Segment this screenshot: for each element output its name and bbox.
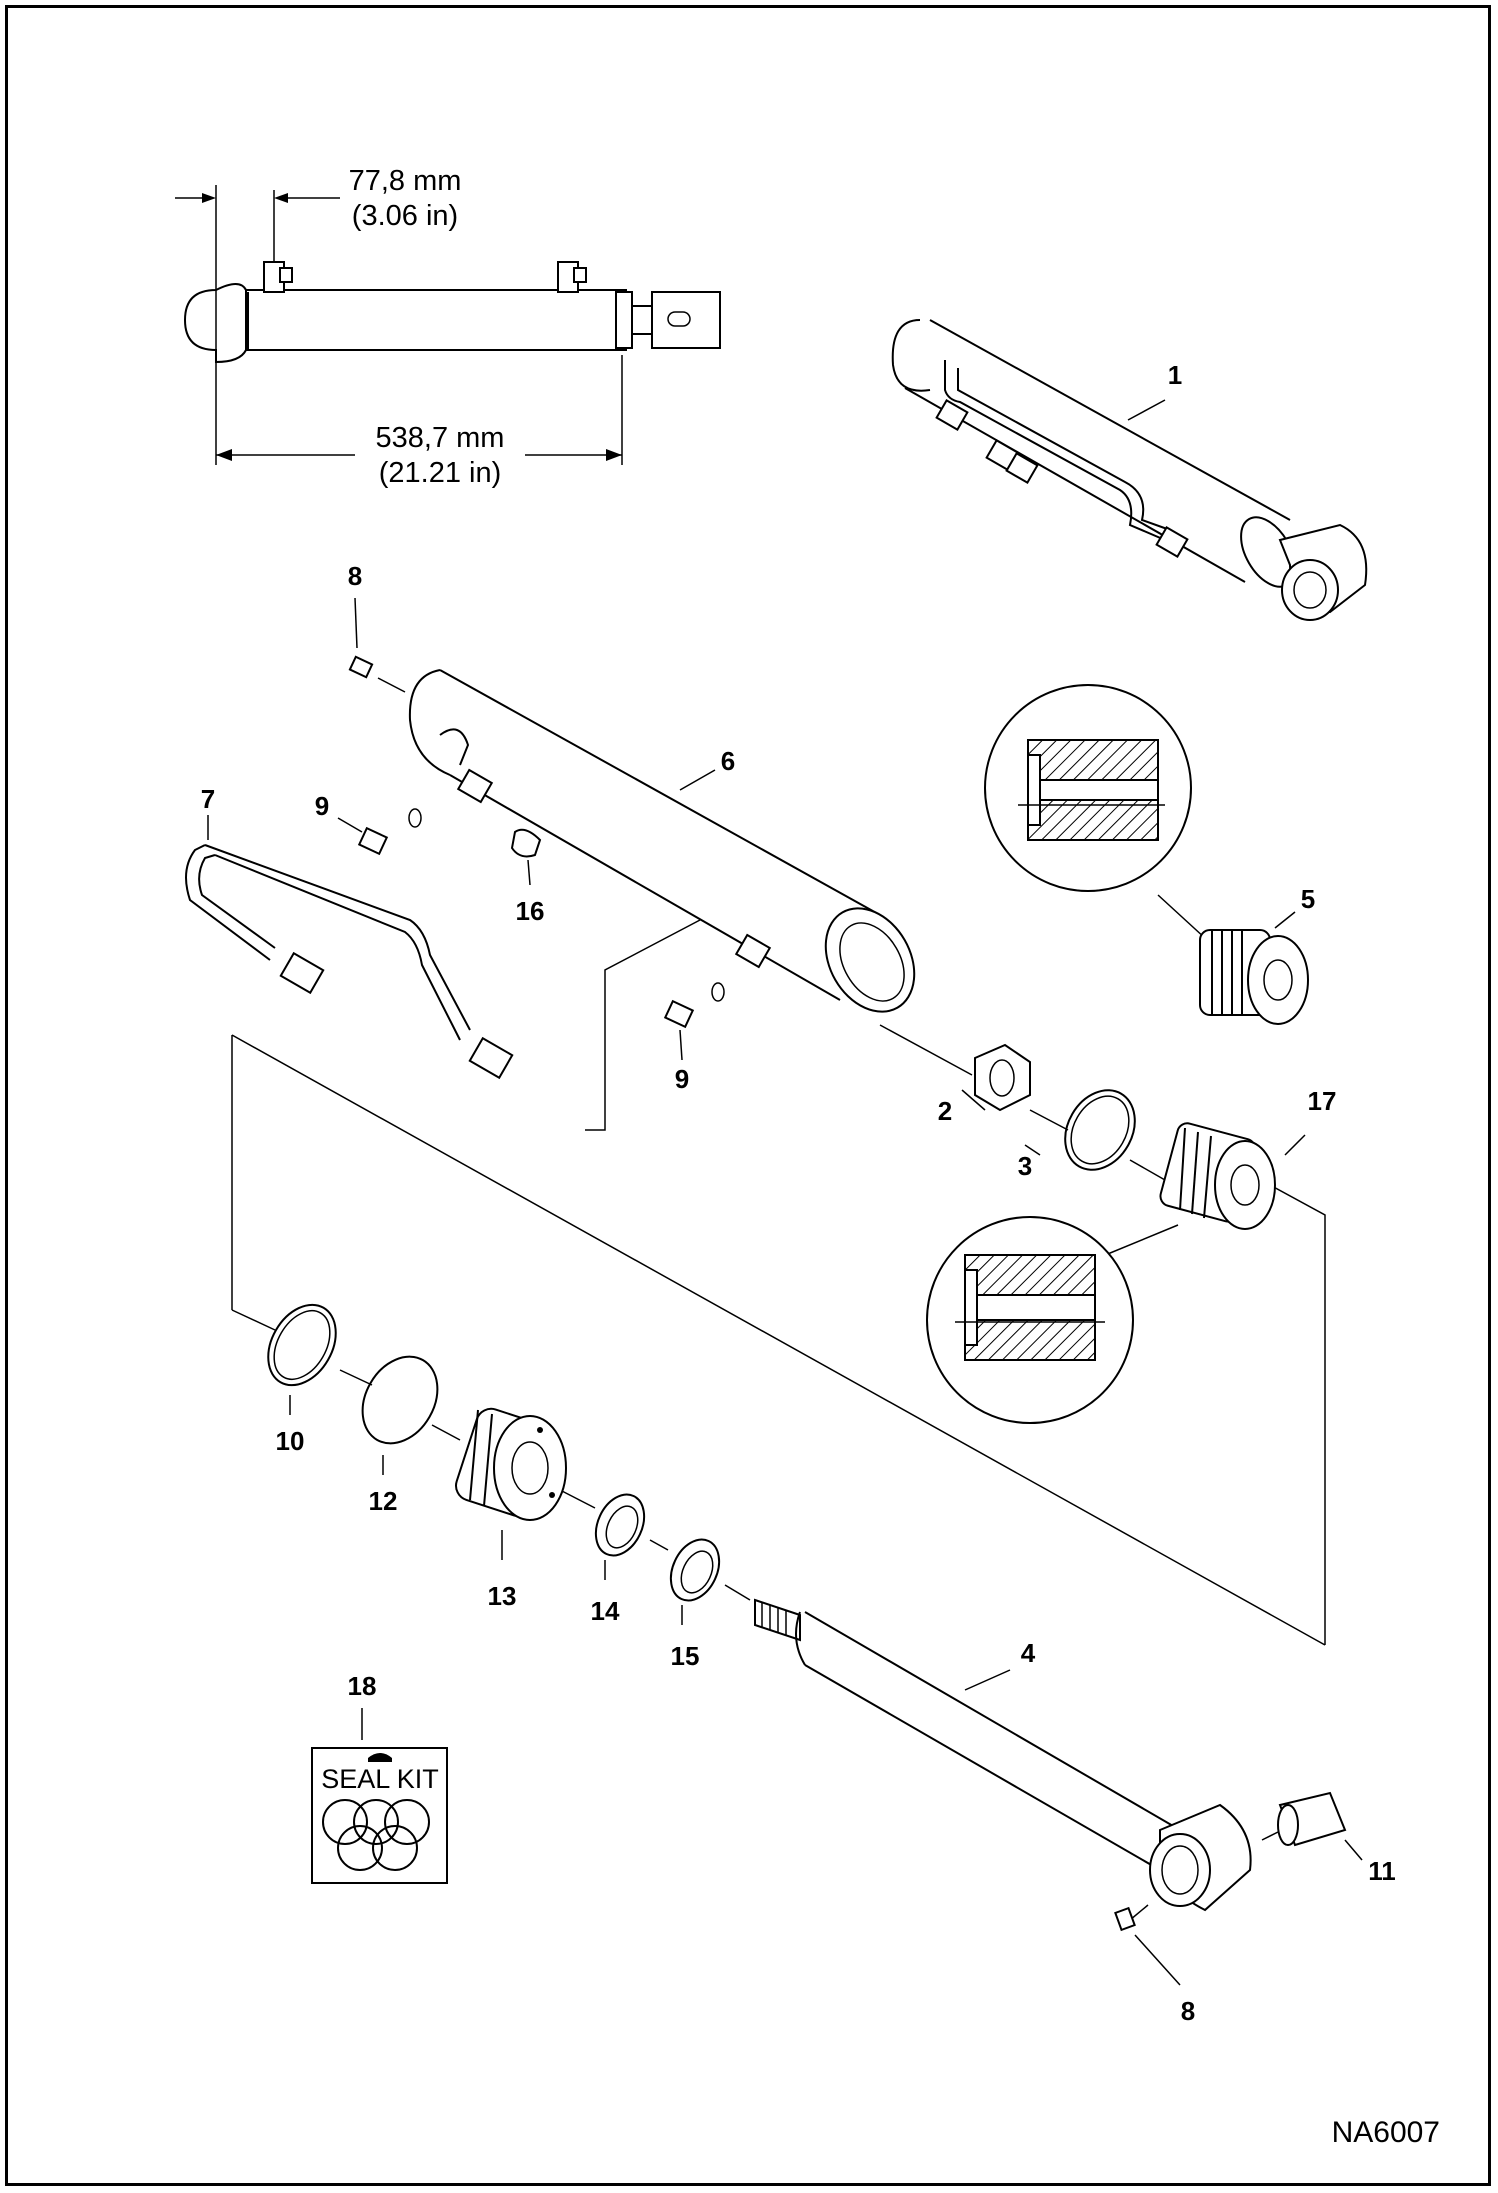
barrel: 6 [408,669,916,1013]
bushing: 11 [1261,1791,1396,1886]
exploded-leader-lines [231,919,1326,1646]
callout-1: 1 [1168,360,1182,390]
callout-6: 6 [721,746,735,776]
clamp: 16 [510,828,545,926]
callout-2: 2 [938,1096,952,1126]
plug-9a: 9 [315,791,422,856]
rod: 4 [754,1598,1252,1912]
callout-8a: 8 [348,561,362,591]
dimension-view: 77,8 mm (3.06 in) 538,7 mm (21.21 in) [175,165,721,489]
seal-kit-label: SEAL KIT [321,1764,439,1794]
callout-9a: 9 [315,791,329,821]
overall-length-mm: 538,7 mm [376,422,505,454]
callout-14: 14 [591,1596,620,1626]
grease-fitting-bottom: 8 [1114,1904,1195,2026]
plug-9b: 9 [663,982,725,1094]
callout-9b: 9 [675,1064,689,1094]
assembled-cylinder: 1 [891,319,1368,621]
callout-18: 18 [348,1671,377,1701]
figure-id: NA6007 [1332,2116,1440,2149]
rod-seal: 14 [591,1493,646,1626]
grease-fitting-top: 8 [348,561,406,693]
callout-13: 13 [488,1581,517,1611]
callout-11: 11 [1368,1856,1396,1886]
callout-5: 5 [1301,884,1315,914]
callout-7: 7 [201,784,215,814]
callout-17: 17 [1308,1086,1337,1116]
nut: 2 [938,1043,1031,1126]
callout-16: 16 [516,896,545,926]
callout-4: 4 [1021,1638,1036,1668]
tube-line: 7 [185,784,514,1080]
port-offset-in: (3.06 in) [352,200,458,232]
callout-3: 3 [1018,1151,1032,1181]
callout-15: 15 [671,1641,700,1671]
cylinder-head: 13 [455,1407,567,1611]
callout-10: 10 [276,1426,305,1456]
overall-length-in: (21.21 in) [379,457,502,489]
callout-12: 12 [369,1486,398,1516]
piston-5: 5 [984,684,1315,1025]
piston-17: 17 [926,1086,1337,1424]
port-offset-mm: 77,8 mm [349,165,462,197]
callout-8b: 8 [1181,1996,1195,2026]
diagram-border [5,5,1491,2186]
backup-ring: 10 [267,1303,337,1456]
seal-kit: 18 SEAL KIT [311,1671,448,1884]
o-ring: 12 [361,1355,439,1516]
wiper-seal: 15 [669,1538,721,1671]
piston-seal-ring: 3 [1018,1089,1136,1181]
